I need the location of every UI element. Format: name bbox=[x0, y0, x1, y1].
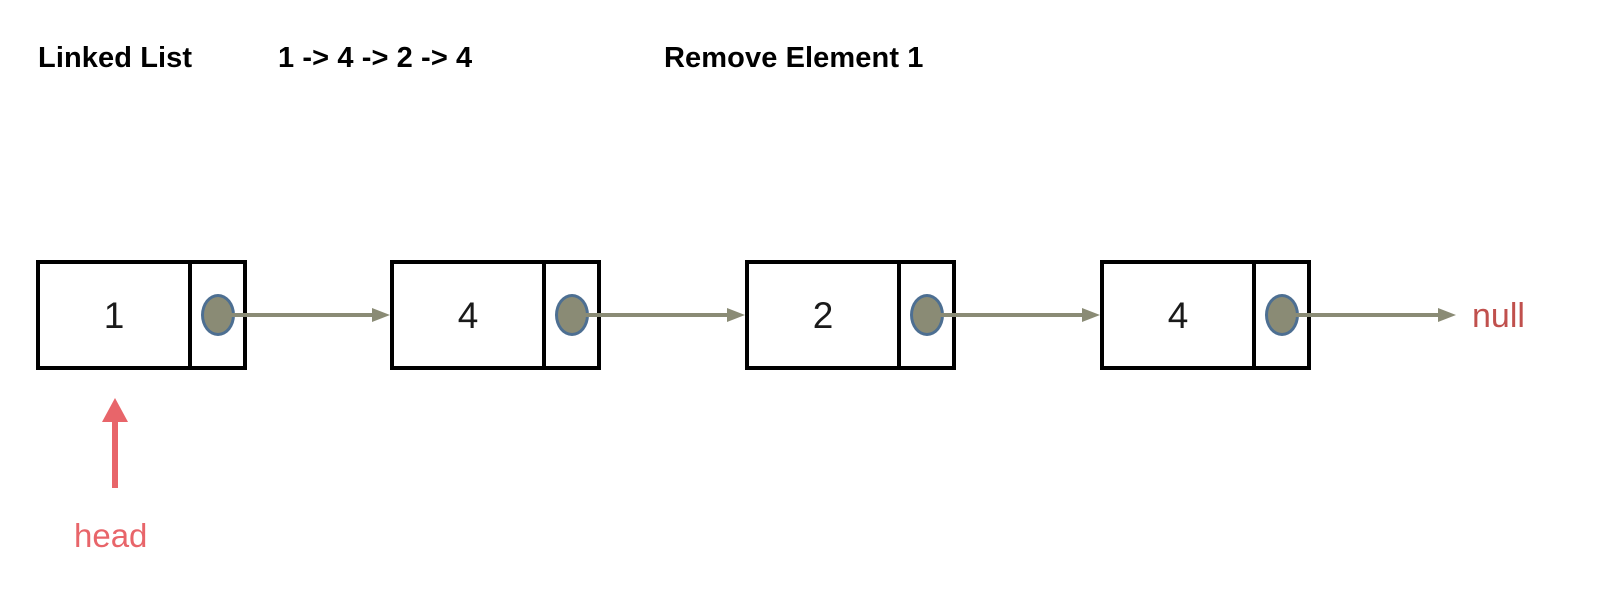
node-data-cell: 2 bbox=[749, 264, 901, 366]
node-value: 2 bbox=[812, 294, 834, 336]
link-arrow bbox=[226, 308, 390, 322]
head-label: head bbox=[74, 517, 148, 554]
link-arrow bbox=[935, 308, 1100, 322]
list-node: 4 bbox=[390, 260, 601, 370]
arrow-head-icon bbox=[727, 308, 745, 322]
node-data-cell: 4 bbox=[394, 264, 546, 366]
link-arrow-null bbox=[1290, 308, 1456, 322]
arrow-head-icon bbox=[1438, 308, 1456, 322]
list-sequence-label: 1 -> 4 -> 2 -> 4 bbox=[278, 42, 473, 74]
link-arrow bbox=[580, 308, 745, 322]
node-data-cell: 4 bbox=[1104, 264, 1256, 366]
head-pointer-arrow-icon bbox=[100, 398, 130, 488]
arrow-shaft bbox=[935, 313, 1082, 317]
header-row: Linked List 1 -> 4 -> 2 -> 4 Remove Elem… bbox=[0, 36, 1600, 80]
node-value: 4 bbox=[457, 294, 479, 336]
arrow-shaft bbox=[1290, 313, 1438, 317]
node-value: 4 bbox=[1167, 294, 1189, 336]
head-arrow-shaft bbox=[112, 418, 118, 488]
node-data-cell: 1 bbox=[40, 264, 192, 366]
list-node: 4 bbox=[1100, 260, 1311, 370]
list-node: 1 bbox=[36, 260, 247, 370]
arrow-shaft bbox=[580, 313, 727, 317]
null-terminator-label: null bbox=[1472, 297, 1525, 335]
page-title: Linked List bbox=[38, 42, 193, 74]
arrow-head-icon bbox=[1082, 308, 1100, 322]
node-value: 1 bbox=[103, 294, 125, 336]
operation-label: Remove Element 1 bbox=[664, 42, 924, 74]
list-node: 2 bbox=[745, 260, 956, 370]
arrow-shaft bbox=[226, 313, 372, 317]
arrow-head-icon bbox=[372, 308, 390, 322]
